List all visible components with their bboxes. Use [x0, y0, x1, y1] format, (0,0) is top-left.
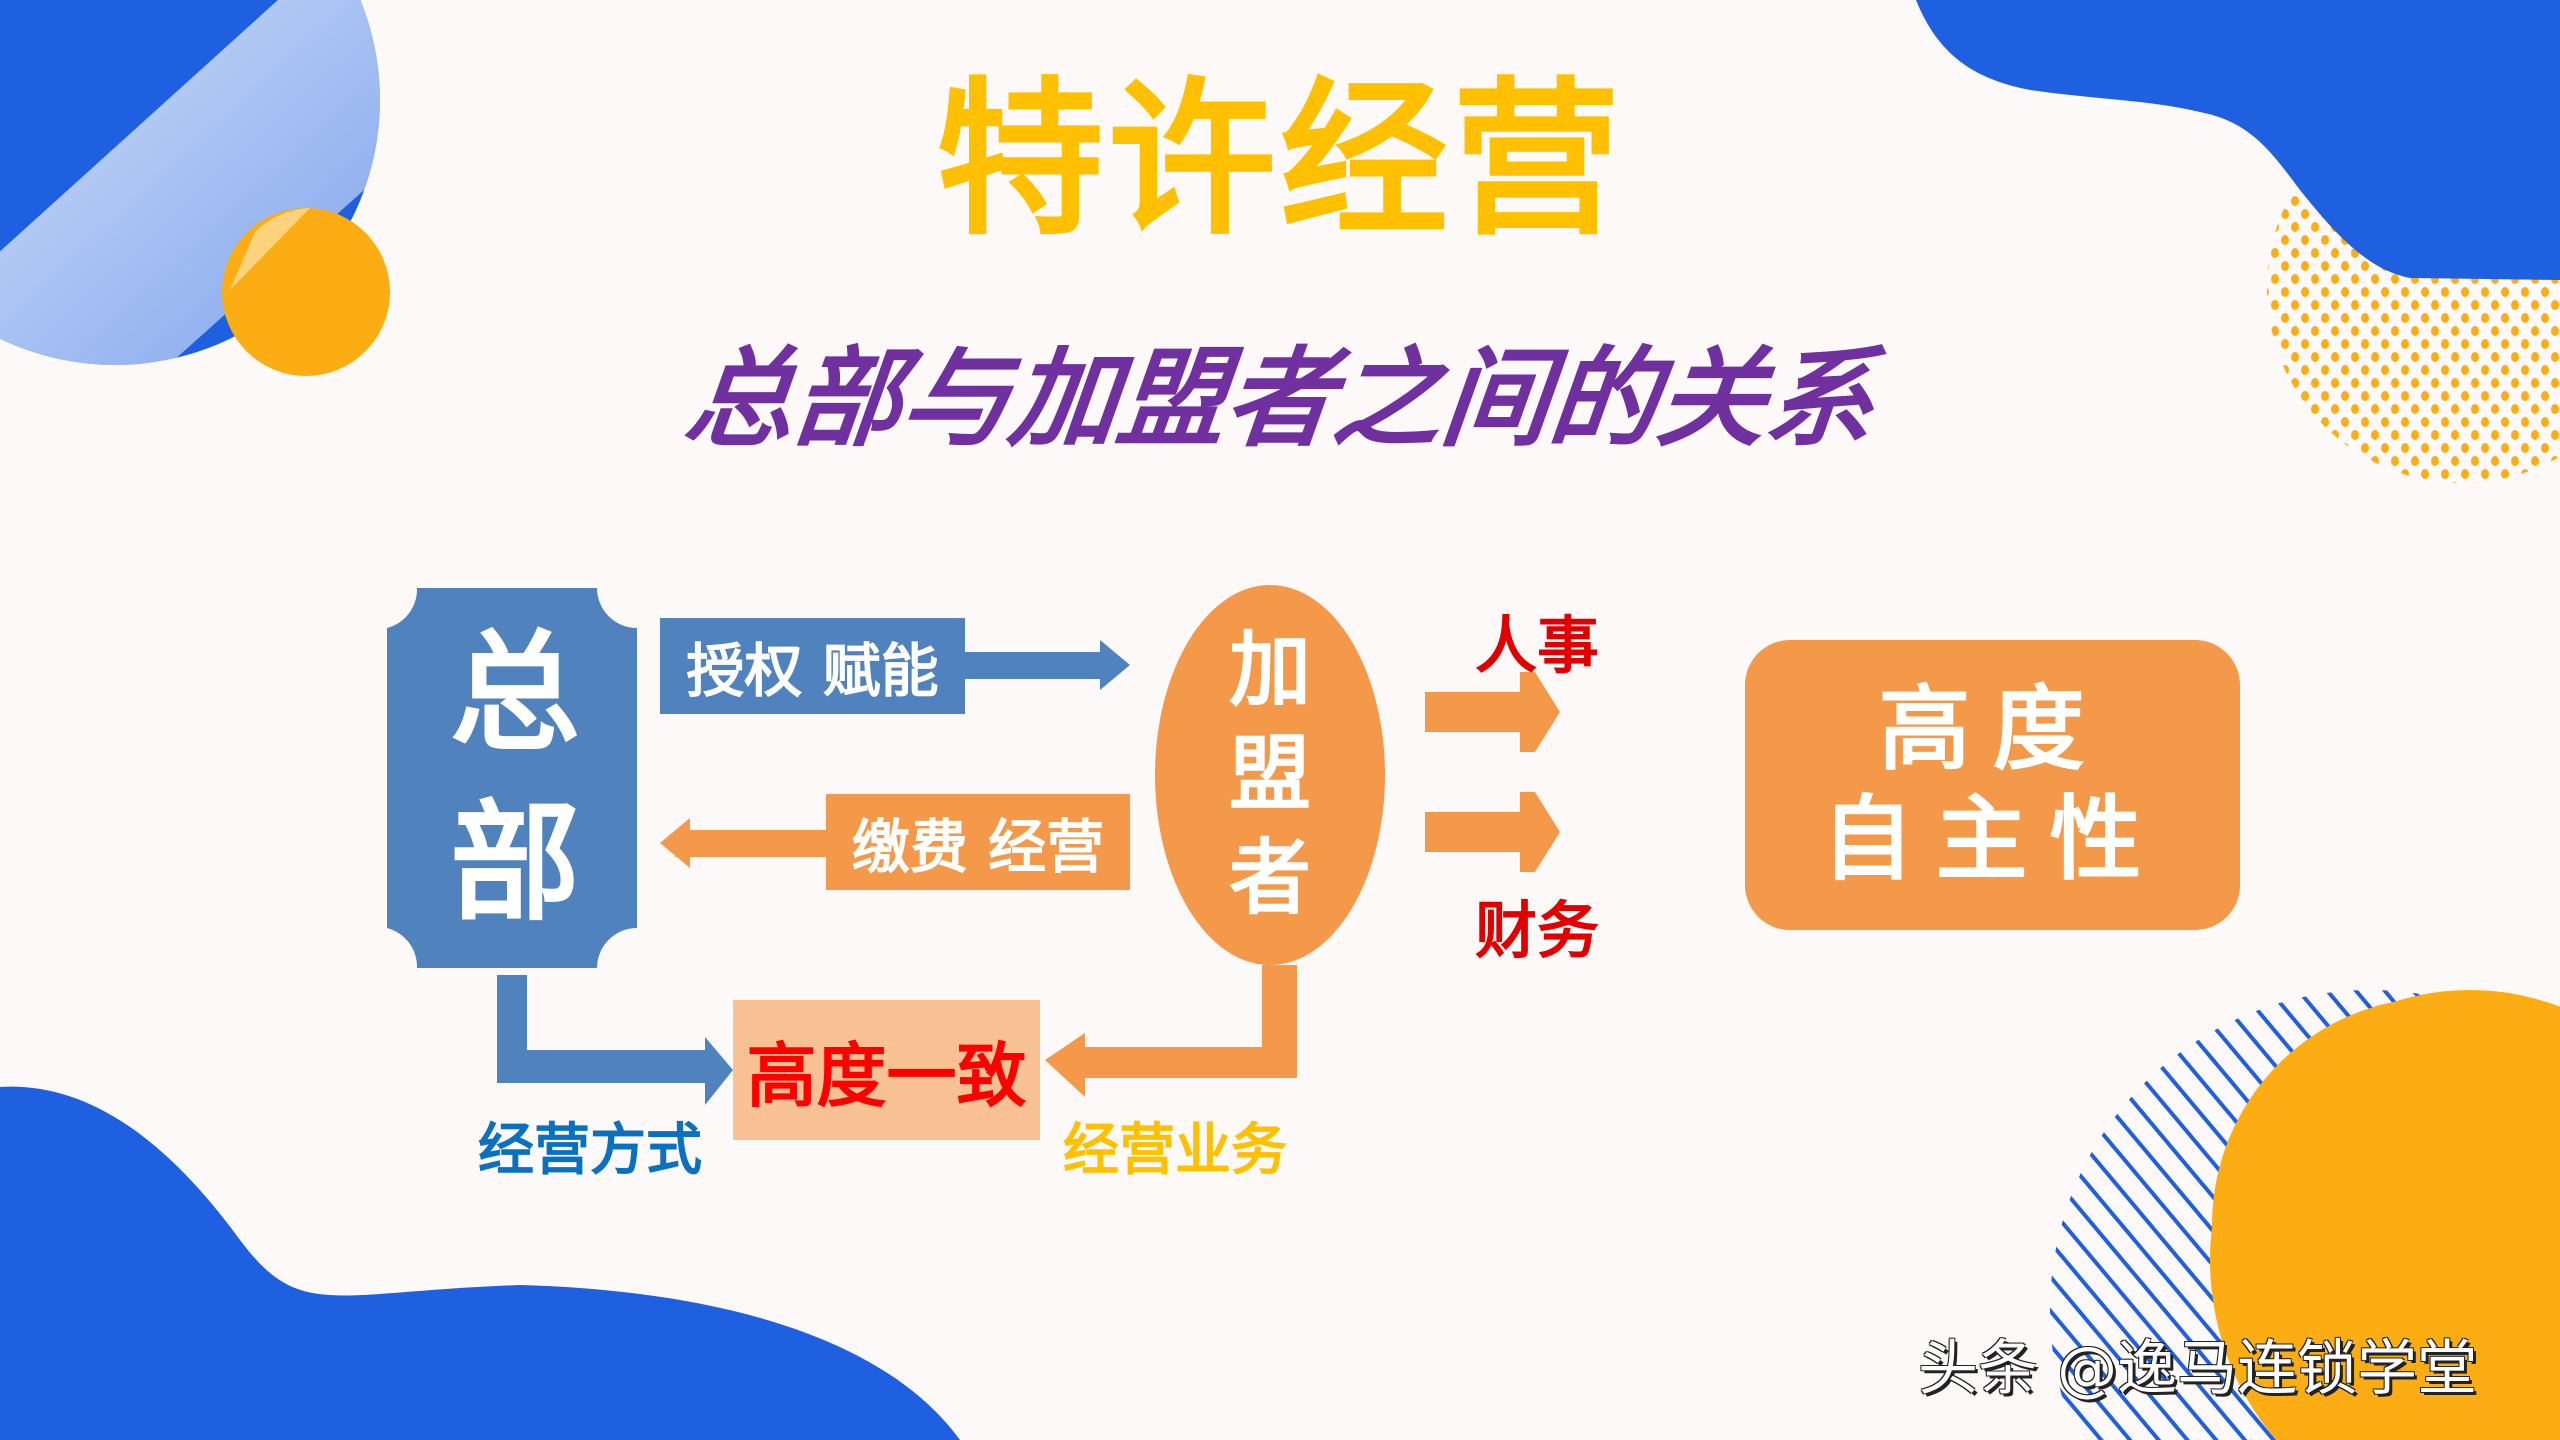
autonomy-box: 高度 自主性	[1745, 640, 2240, 930]
watermark: 头条 @逸马连锁学堂	[1918, 1334, 2478, 1404]
slide-title: 特许经营	[936, 62, 1624, 258]
fee-arrowhead	[660, 818, 690, 868]
personnel-arrow	[1520, 672, 1560, 752]
franchisee-char: 盟	[1228, 727, 1311, 822]
operating-business-label: 经营业务	[1063, 1118, 1287, 1183]
headquarters-shape	[387, 588, 637, 968]
autonomy-line-1: 高度	[1878, 676, 2107, 783]
authorize-arrowhead	[1100, 640, 1130, 690]
bottom-left-blue-blob	[0, 1086, 960, 1440]
headquarters-char: 总	[449, 617, 580, 769]
franchisee-node: 加 盟 者	[1150, 590, 1390, 960]
headquarters-char: 部	[449, 787, 580, 939]
headquarters-node: 总 部	[390, 588, 640, 968]
autonomy-line-2: 自主性	[1821, 786, 2164, 893]
franchisee-shape	[1155, 585, 1385, 965]
authorize-box	[660, 618, 965, 714]
consistency-box: 高度一致	[733, 1000, 1040, 1140]
franchisee-char: 加	[1228, 623, 1311, 718]
fee-box	[826, 794, 1130, 890]
franchisee-elbow-arrow	[1045, 965, 1297, 1097]
operating-method-label: 经营方式	[478, 1118, 702, 1183]
top-right-blue-blob	[1916, 0, 2560, 280]
personnel-label: 人事	[1475, 609, 1600, 682]
finance-arrow	[1520, 792, 1560, 872]
franchisee-char: 者	[1228, 831, 1311, 926]
authorize-label: 授权 赋能	[686, 637, 939, 705]
finance-label: 财务	[1475, 894, 1600, 967]
fee-label: 缴费 经营	[851, 813, 1105, 881]
hq-elbow-arrow	[497, 975, 733, 1105]
top-left-orange-dot	[222, 208, 390, 376]
